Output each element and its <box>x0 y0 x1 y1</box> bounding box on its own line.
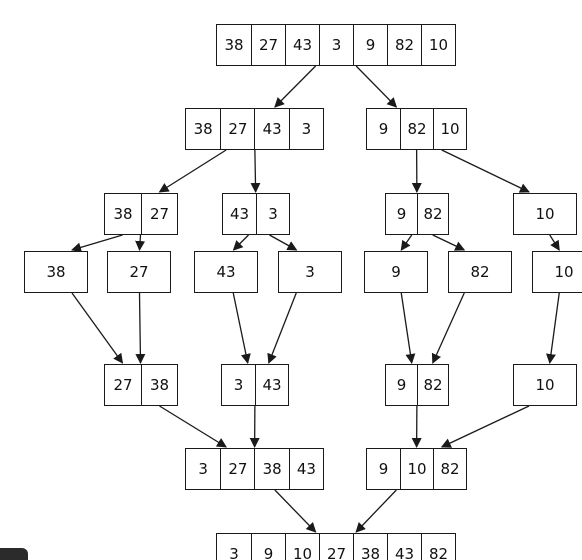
array-cell: 27 <box>319 534 353 560</box>
array-cell: 82 <box>421 534 455 560</box>
array-cell: 82 <box>432 449 466 489</box>
array-cell: 82 <box>387 25 421 65</box>
edge-arrow <box>400 292 416 364</box>
array-cell: 3 <box>255 194 289 234</box>
array-cell: 3 <box>198 460 208 478</box>
array-node-n17: 10 <box>513 364 577 406</box>
array-cell: 9 <box>391 263 401 281</box>
array-cell: 38 <box>193 120 213 138</box>
edge-arrow <box>232 234 249 251</box>
array-cell: 9 <box>378 120 389 138</box>
array-node-n14: 27 38 <box>104 364 178 406</box>
array-cell: 9 <box>378 460 389 478</box>
edge-arrow <box>135 292 146 364</box>
edge-arrow <box>355 489 397 533</box>
edge-arrow <box>274 65 317 108</box>
edge-arrow <box>158 149 227 193</box>
array-cell: 38 <box>224 36 244 54</box>
array-node-n10: 3 <box>278 251 342 293</box>
array-cell: 10 <box>432 109 466 149</box>
array-cell: 10 <box>285 534 319 560</box>
edge-arrow <box>400 234 413 251</box>
edge-arrow <box>441 149 530 193</box>
array-cell: 43 <box>254 109 288 149</box>
array-cell: 38 <box>46 263 66 281</box>
array-cell: 9 <box>396 205 407 223</box>
array-cell: 10 <box>421 25 455 65</box>
array-cell: 82 <box>416 365 448 405</box>
array-node-n15: 3 43 <box>221 364 289 406</box>
array-node-n8: 27 <box>107 251 171 293</box>
array-cell: 82 <box>470 263 490 281</box>
array-cell: 27 <box>113 376 133 394</box>
array-cell: 3 <box>305 263 315 281</box>
array-cell: 82 <box>416 194 448 234</box>
array-node-n6: 10 <box>513 193 577 235</box>
array-cell: 9 <box>353 25 387 65</box>
array-cell: 3 <box>288 109 323 149</box>
array-node-n4: 43 3 <box>222 193 290 235</box>
array-node-n5: 9 82 <box>385 193 449 235</box>
array-cell: 43 <box>285 25 319 65</box>
array-node-n3: 38 27 <box>104 193 178 235</box>
array-cell: 10 <box>399 449 433 489</box>
edge-arrow <box>431 292 465 364</box>
array-cell: 27 <box>140 194 177 234</box>
edge-arrow <box>71 292 124 364</box>
edge-arrow <box>432 234 466 251</box>
array-cell: 43 <box>216 263 236 281</box>
edge-arrow <box>267 292 297 364</box>
array-cell: 43 <box>288 449 323 489</box>
array-cell: 9 <box>396 376 407 394</box>
edge-arrow <box>250 149 261 193</box>
array-cell: 10 <box>535 205 555 223</box>
array-cell: 27 <box>251 25 285 65</box>
array-node-n16: 9 82 <box>385 364 449 406</box>
array-cell: 3 <box>233 376 244 394</box>
edge-arrow <box>135 234 146 251</box>
array-cell: 27 <box>220 449 254 489</box>
array-cell: 38 <box>113 205 133 223</box>
array-cell: 10 <box>554 263 574 281</box>
array-cell: 82 <box>399 109 433 149</box>
array-node-n12: 82 <box>448 251 512 293</box>
edge-arrow <box>71 234 123 253</box>
edge-arrow <box>269 234 298 251</box>
array-node-n11: 9 <box>364 251 428 293</box>
corner-overlay <box>0 548 28 560</box>
array-cell: 10 <box>535 376 555 394</box>
edge-arrow <box>355 65 398 108</box>
array-cell: 27 <box>129 263 149 281</box>
array-cell: 3 <box>229 545 239 560</box>
array-cell: 9 <box>251 534 285 560</box>
array-cell: 43 <box>229 205 250 223</box>
array-node-n13: 10 <box>532 251 582 293</box>
edge-arrow <box>274 489 317 533</box>
array-node-n7: 38 <box>24 251 88 293</box>
array-node-n9: 43 <box>194 251 258 293</box>
array-cell: 38 <box>254 449 288 489</box>
edge-arrow <box>440 405 530 448</box>
edge-arrow <box>546 292 560 364</box>
edge-arrow <box>159 405 227 448</box>
array-cell: 43 <box>387 534 421 560</box>
edge-arrow <box>549 234 560 251</box>
edge-arrow <box>232 292 251 364</box>
array-cell: 38 <box>140 365 177 405</box>
array-cell: 3 <box>319 25 353 65</box>
array-cell: 43 <box>254 365 288 405</box>
array-cell: 27 <box>220 109 254 149</box>
array-cell: 38 <box>353 534 387 560</box>
